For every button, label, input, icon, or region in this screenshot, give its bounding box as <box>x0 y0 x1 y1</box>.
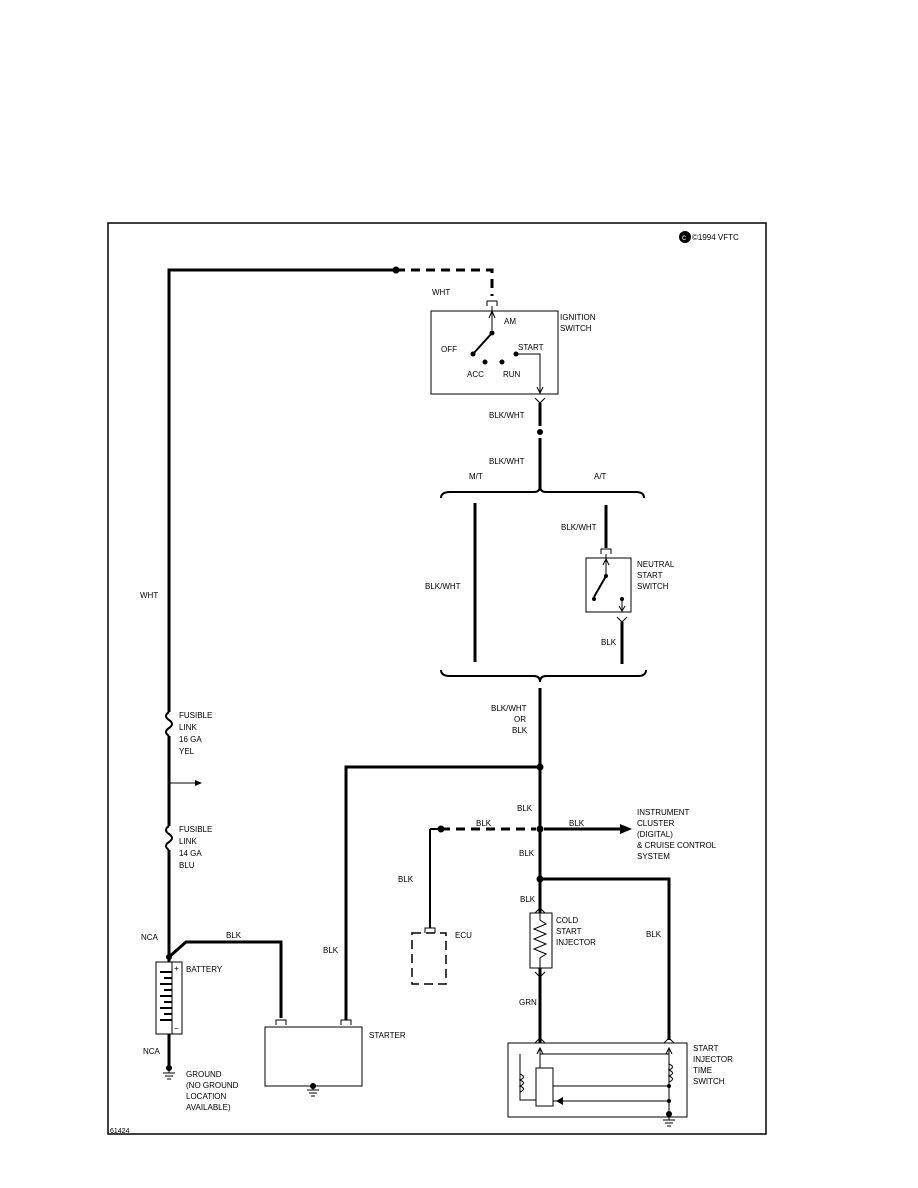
ecu-label: ECU <box>455 931 472 940</box>
splice-ecu-cluster <box>536 825 544 833</box>
wire-label-blk-battery: BLK <box>226 931 242 940</box>
time-switch-label-2: INJECTOR <box>693 1055 733 1064</box>
csi-label-1: COLD <box>556 916 578 925</box>
ground-label-2: (NO GROUND <box>186 1081 239 1090</box>
wire-label-wht-top: WHT <box>432 288 450 297</box>
wire-label-blk-cluster: BLK <box>569 819 585 828</box>
wire-label-blk-wht-2: BLK/WHT <box>489 457 525 466</box>
ecu-box <box>411 932 447 985</box>
wire-label-blk-wht-at: BLK/WHT <box>561 523 597 532</box>
svg-text:RUN: RUN <box>503 370 521 379</box>
cluster-label-4: & CRUISE CONTROL <box>637 841 717 850</box>
fusible-link-2-label-1: FUSIBLE <box>179 825 212 834</box>
svg-text:−: − <box>174 1024 179 1033</box>
start-injector-time-switch <box>507 1037 688 1127</box>
brace-bottom <box>440 669 647 683</box>
connector-ecu <box>424 927 436 933</box>
nss-label-1: NEUTRAL <box>637 560 675 569</box>
connector-nss-out <box>616 616 628 623</box>
time-switch-label-4: SWITCH <box>693 1077 725 1086</box>
cluster-label-2: CLUSTER <box>637 819 675 828</box>
wire-label-blk-or: BLK <box>512 726 528 735</box>
time-switch-label-1: START <box>693 1044 719 1053</box>
fusible-link-2-label-4: BLU <box>179 861 195 870</box>
nca-label-bottom: NCA <box>143 1047 161 1056</box>
battery-label: BATTERY <box>186 965 223 974</box>
fusible-link-2-label-3: 14 GA <box>179 849 202 858</box>
wire-label-blk-ecu-branch: BLK <box>476 819 492 828</box>
fusible-link-1 <box>163 711 175 737</box>
wire-label-blk-ecu: BLK <box>398 875 414 884</box>
svg-text:AM: AM <box>504 317 516 326</box>
cluster-label-3: (DIGITAL) <box>637 830 673 839</box>
arrow-cluster <box>620 824 632 834</box>
connector-ign-in <box>486 300 498 306</box>
fusible-link-1-label-2: LINK <box>179 723 197 732</box>
wire-label-wht-left: WHT <box>140 591 158 600</box>
label-mt: M/T <box>469 472 483 481</box>
svg-text:c: c <box>682 233 686 242</box>
wire-label-blk-lower: BLK <box>520 895 536 904</box>
wire-wht-dashed <box>396 268 494 296</box>
battery: + − <box>155 961 183 1035</box>
label-at: A/T <box>594 472 607 481</box>
ground-label-4: AVAILABLE) <box>186 1103 231 1112</box>
fusible-link-2 <box>163 825 175 851</box>
svg-text:START: START <box>518 343 544 352</box>
splice-wht <box>392 266 400 274</box>
ground-symbol <box>163 1065 175 1080</box>
cluster-label-1: INSTRUMENT <box>637 808 690 817</box>
wire-wht-main <box>167 268 396 1045</box>
splice-blk-wht <box>537 429 543 435</box>
svg-text:ACC: ACC <box>467 370 484 379</box>
fusible-link-1-label-1: FUSIBLE <box>179 711 212 720</box>
diagram-frame <box>107 222 767 1135</box>
ignition-switch-label-1: IGNITION <box>560 313 596 322</box>
wire-label-grn: GRN <box>519 998 537 1007</box>
ground-label-1: GROUND <box>186 1070 222 1079</box>
copyright-text: ©1994 VFTC <box>692 233 739 242</box>
cold-start-injector <box>529 907 553 978</box>
fusible-link-2-label-2: LINK <box>179 837 197 846</box>
connector-nss-in <box>600 548 612 554</box>
starter-label: STARTER <box>369 1031 406 1040</box>
wire-label-blk-wht-1: BLK/WHT <box>489 411 525 420</box>
ignition-switch: AM OFF ACC RUN START <box>430 306 559 395</box>
ground-label-3: LOCATION <box>186 1092 227 1101</box>
starter <box>264 1019 363 1097</box>
connector-ign-out <box>534 397 546 404</box>
fusible-link-1-label-3: 16 GA <box>179 735 202 744</box>
neutral-start-switch <box>585 554 632 613</box>
wire-blk-starter <box>344 765 540 1020</box>
copyright-mark: c ©1994 VFTC <box>679 231 739 243</box>
wire-label-blk-wht-mt: BLK/WHT <box>425 582 461 591</box>
cluster-label-5: SYSTEM <box>637 852 670 861</box>
wire-label-blk-starter: BLK <box>323 946 339 955</box>
svg-text:+: + <box>174 964 179 973</box>
figure-id: 61424 <box>110 1128 130 1135</box>
csi-label-2: START <box>556 927 582 936</box>
wire-label-blk-time-switch: BLK <box>646 930 662 939</box>
nss-label-2: START <box>637 571 663 580</box>
wire-label-blk-at: BLK <box>601 638 617 647</box>
wire-label-blk-wht-or: BLK/WHT <box>491 704 527 713</box>
fusible-link-1-label-4: YEL <box>179 747 195 756</box>
time-switch-label-3: TIME <box>693 1066 712 1075</box>
nca-label-top: NCA <box>141 933 159 942</box>
arrow-branch <box>195 780 202 786</box>
wire-label-blk-mid: BLK <box>519 849 535 858</box>
wire-blk-battery <box>168 940 283 1018</box>
wire-label-or: OR <box>514 715 526 724</box>
wire-blk-time-switch <box>540 877 671 1040</box>
svg-text:OFF: OFF <box>441 345 457 354</box>
brace-top <box>440 485 645 499</box>
nss-label-3: SWITCH <box>637 582 669 591</box>
wire-label-blk-junction: BLK <box>517 804 533 813</box>
csi-label-3: INJECTOR <box>556 938 596 947</box>
ignition-switch-label-2: SWITCH <box>560 324 592 333</box>
